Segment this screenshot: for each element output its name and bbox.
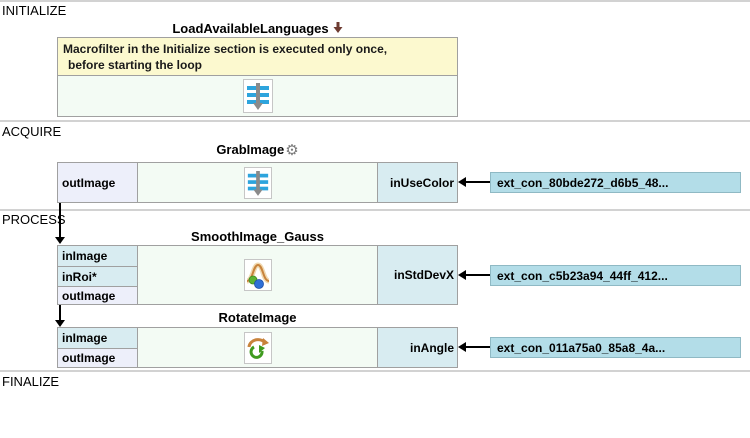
port-out-image[interactable]: outImage	[58, 348, 137, 367]
block-title-load-available-languages[interactable]: LoadAvailableLanguages	[57, 21, 458, 37]
section-label-initialize: INITIALIZE	[2, 3, 67, 18]
macrofilter-step-icon	[242, 79, 273, 113]
section-label-finalize: FINALIZE	[2, 374, 60, 389]
ext-connector-smooth-image[interactable]: ext_con_c5b23a94_44ff_412...	[490, 265, 741, 286]
section-divider-initialize	[0, 0, 750, 2]
rotate-image-block[interactable]: inImage outImage inAngle	[57, 327, 458, 368]
macrofilter-body[interactable]	[58, 76, 457, 116]
connection-line	[59, 203, 61, 238]
port-out-image[interactable]: outImage	[58, 286, 137, 304]
ext-connector-grab-image[interactable]: ext_con_80bde272_d6b5_48...	[490, 172, 741, 193]
connection-line	[465, 346, 490, 348]
section-divider-finalize	[0, 370, 750, 372]
gear-icon[interactable]: ⚙	[285, 142, 299, 159]
comment-box[interactable]: Macrofilter in the Initialize section is…	[58, 38, 457, 76]
section-label-process: PROCESS	[2, 212, 66, 227]
port-in-std-dev-x[interactable]: inStdDevX	[377, 246, 457, 304]
port-in-roi[interactable]: inRoi*	[58, 266, 137, 286]
block-title-text: GrabImage	[216, 142, 285, 157]
gauss-smooth-icon	[243, 259, 272, 291]
comment-line-1: Macrofilter in the Initialize section is…	[63, 42, 388, 56]
macrofilter-body[interactable]	[138, 246, 377, 304]
block-title-text: RotateImage	[218, 310, 297, 325]
block-title-grab-image[interactable]: GrabImage⚙	[57, 141, 458, 159]
section-divider-process	[0, 209, 750, 211]
macrofilter-down-arrow-icon	[333, 22, 343, 37]
port-in-angle[interactable]: inAngle	[377, 328, 457, 367]
block-title-text: LoadAvailableLanguages	[172, 21, 329, 36]
port-in-image[interactable]: inImage	[58, 328, 137, 348]
port-in-use-color[interactable]: inUseColor	[377, 163, 457, 202]
block-title-text: SmoothImage_Gauss	[191, 229, 324, 244]
grab-image-block[interactable]: outImage inUseColor	[57, 162, 458, 203]
port-out-image[interactable]: outImage	[58, 163, 137, 202]
port-in-image[interactable]: inImage	[58, 246, 137, 266]
section-label-acquire: ACQUIRE	[2, 124, 62, 139]
smooth-image-gauss-block[interactable]: inImage inRoi* outImage inStdDevX	[57, 245, 458, 305]
macrofilter-body[interactable]	[138, 328, 377, 367]
connection-arrowhead	[55, 320, 65, 327]
connection-line	[59, 305, 61, 321]
block-title-rotate-image[interactable]: RotateImage	[57, 310, 458, 325]
connection-arrowhead	[458, 342, 466, 352]
connection-arrowhead	[458, 270, 466, 280]
load-available-languages-block[interactable]: Macrofilter in the Initialize section is…	[57, 37, 458, 117]
connection-arrowhead	[55, 237, 65, 244]
section-divider-acquire	[0, 120, 750, 122]
connection-line	[465, 274, 490, 276]
macrofilter-step-icon	[243, 166, 272, 199]
rotate-icon	[243, 331, 272, 364]
ext-connector-rotate-image[interactable]: ext_con_011a75a0_85a8_4a...	[490, 337, 741, 358]
connection-arrowhead	[458, 177, 466, 187]
connection-line	[465, 181, 490, 183]
block-title-smooth-image-gauss[interactable]: SmoothImage_Gauss	[57, 229, 458, 244]
comment-line-2: before starting the loop	[68, 58, 203, 72]
macrofilter-body[interactable]	[138, 163, 377, 202]
